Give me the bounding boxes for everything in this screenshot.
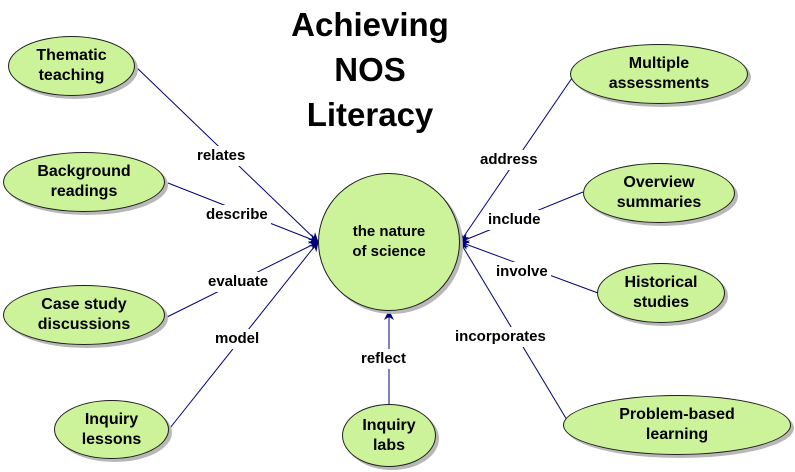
link-label-include: include (485, 210, 544, 230)
node-line-2: lessons (81, 430, 142, 448)
node-label: Thematic teaching (36, 46, 106, 86)
node-line-1: Historical (624, 274, 698, 291)
node-line-1: Problem-based (619, 406, 735, 423)
title-line-2: NOS (334, 51, 406, 88)
link-label-incorporates: incorporates (452, 327, 549, 347)
node-label: Inquiry lessons (82, 410, 142, 450)
link-label-model: model (212, 329, 263, 349)
concept-nature-of-science[interactable]: the nature of science (318, 173, 460, 311)
node-label: Background readings (37, 162, 130, 202)
title-line-1: Achieving (291, 6, 449, 43)
node-inquiry-labs[interactable]: Inquiry labs (342, 404, 436, 467)
node-line-2: assessments (608, 75, 710, 92)
node-label: Case study discussions (38, 295, 130, 335)
node-line-2: summaries (616, 194, 702, 211)
node-line-1: Thematic (36, 47, 107, 64)
node-multiple-assessments[interactable]: Multiple assessments (570, 44, 748, 104)
node-thematic-teaching[interactable]: Thematic teaching (8, 36, 135, 96)
node-line-2: teaching (38, 67, 105, 84)
node-line-1: Overview (623, 174, 695, 191)
link-label-describe: describe (203, 205, 271, 225)
title-line-3: Literacy (306, 96, 434, 133)
link-label-relates: relates (194, 146, 249, 166)
node-case-study-discussions[interactable]: Case study discussions (3, 285, 165, 345)
node-overview-summaries[interactable]: Overview summaries (583, 163, 735, 223)
node-historical-studies[interactable]: Historical studies (597, 263, 725, 323)
node-line-1: Multiple (628, 55, 690, 72)
node-line-1: Inquiry (362, 416, 416, 434)
node-inquiry-lessons[interactable]: Inquiry lessons (54, 400, 169, 459)
node-line-2: labs (372, 436, 405, 454)
node-line-2: discussions (37, 316, 131, 333)
node-line-1: Inquiry (84, 410, 139, 428)
node-label: Overview summaries (617, 173, 702, 213)
concept-line-2: of science (352, 243, 426, 260)
link-label-address: address (477, 150, 541, 170)
concept-label: the nature of science (352, 222, 425, 262)
concept-line-1: the nature (352, 223, 426, 240)
link-label-reflect: reflect (358, 349, 410, 369)
node-problem-based-learning[interactable]: Problem-based learning (563, 395, 791, 455)
node-line-2: studies (632, 294, 689, 311)
node-line-2: readings (50, 183, 118, 200)
node-line-1: Case study (41, 296, 127, 313)
node-background-readings[interactable]: Background readings (3, 152, 165, 212)
link-label-evaluate: evaluate (205, 272, 272, 292)
node-label: Inquiry labs (362, 416, 415, 456)
map-title: Achieving NOS Literacy (250, 2, 490, 137)
node-label: Multiple assessments (609, 54, 710, 94)
node-line-1: Background (37, 163, 131, 180)
node-line-2: learning (645, 426, 709, 443)
node-label: Historical studies (625, 273, 698, 313)
node-label: Problem-based learning (619, 405, 735, 445)
link-label-involve: involve (493, 262, 551, 282)
